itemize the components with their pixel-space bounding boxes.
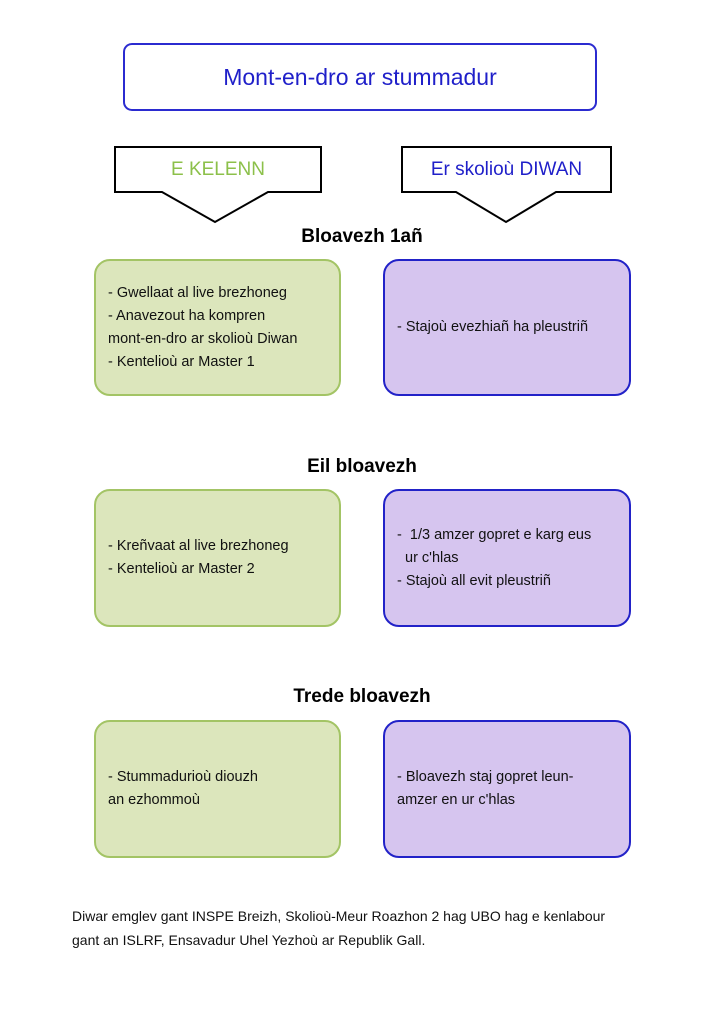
- footer-note: Diwar emglev gant INSPE Breizh, Skolioù-…: [72, 904, 662, 952]
- card-line: mont-en-dro ar skolioù Diwan: [108, 330, 298, 347]
- card-line: - Gwellaat al live brezhoneg: [108, 284, 287, 301]
- year-3-heading: Trede bloavezh: [293, 686, 431, 707]
- card-line: ur c'hlas: [405, 549, 459, 566]
- card-line: - Kentelioù ar Master 2: [108, 561, 255, 577]
- diagram-title: Mont-en-dro ar stummadur: [123, 43, 597, 111]
- card-line: - Stummadurioù diouzh: [108, 769, 258, 785]
- year-2-diwan-card: - 1/3 amzer gopret e karg eus ur c'hlas …: [383, 489, 631, 627]
- card-line: an ezhommoù: [108, 792, 200, 808]
- card-line: amzer en ur c'hlas: [397, 792, 516, 808]
- year-2-heading: Eil bloavezh: [307, 456, 417, 477]
- card-line: - 1/3 amzer gopret e karg eus: [397, 526, 592, 543]
- footer-line: Diwar emglev gant INSPE Breizh, Skolioù-…: [72, 908, 606, 924]
- kelenn-column-label: E KELENN: [171, 159, 265, 180]
- year-3-diwan-card: - Bloavezh staj gopret leun- amzer en ur…: [383, 720, 631, 858]
- card-line: - Bloavezh staj gopret leun-: [397, 769, 574, 785]
- card-line: - Stajoù evezhiañ ha pleustriñ: [397, 319, 589, 335]
- footer-line: gant an ISLRF, Ensavadur Uhel Yezhoù ar …: [72, 932, 426, 948]
- card-line: - Kreñvaat al live brezhoneg: [108, 538, 289, 554]
- year-2-kelenn-card: - Kreñvaat al live brezhoneg - Kentelioù…: [94, 489, 341, 627]
- card-line: - Anavezout ha kompren: [108, 307, 266, 324]
- year-1-heading: Bloavezh 1añ: [301, 226, 423, 247]
- kelenn-arrow-shape: [114, 146, 612, 224]
- diwan-column-label: Er skolioù DIWAN: [430, 159, 583, 180]
- year-1-diwan-card: - Stajoù evezhiañ ha pleustriñ: [383, 259, 631, 396]
- year-3-kelenn-card: - Stummadurioù diouzh an ezhommoù: [94, 720, 341, 858]
- year-1-kelenn-card: - Gwellaat al live brezhoneg - Anavezout…: [94, 259, 341, 396]
- card-line: - Stajoù all evit pleustriñ: [397, 572, 551, 589]
- card-line: - Kentelioù ar Master 1: [108, 353, 255, 370]
